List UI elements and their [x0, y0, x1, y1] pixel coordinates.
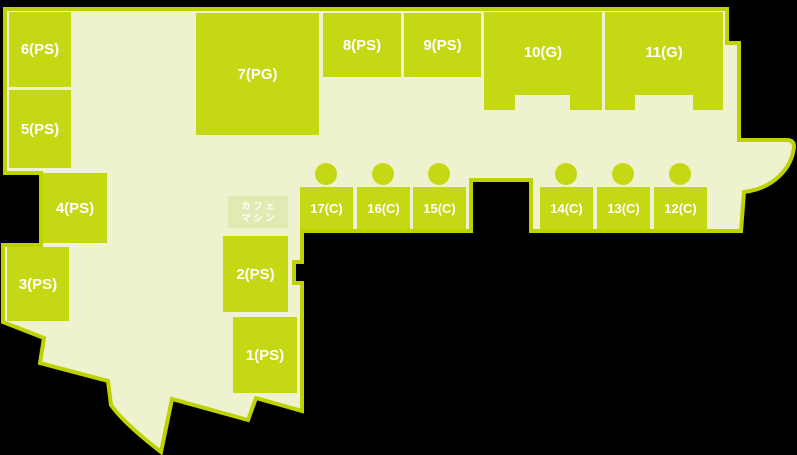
seat-label: 12(C)	[664, 200, 697, 216]
seat-13-c[interactable]: 13(C)	[597, 187, 650, 229]
seat-label: 10(G)	[523, 43, 563, 61]
seat-14-c[interactable]: 14(C)	[540, 187, 593, 229]
cafe-machine-label: カフェ マシン	[228, 196, 288, 228]
seat-label: 16(C)	[367, 200, 400, 216]
seat-label: 4(PS)	[55, 199, 95, 217]
seat-12-c[interactable]: 12(C)	[654, 187, 707, 229]
cafe-machine-line1: カフェ	[241, 200, 278, 211]
seat-label: 14(C)	[550, 200, 583, 216]
counter-stool-dot	[612, 163, 634, 185]
seat-label: 11(G)	[645, 43, 683, 61]
counter-stool-dot	[315, 163, 337, 185]
table-cutout	[515, 95, 570, 111]
seat-3-ps[interactable]: 3(PS)	[7, 247, 69, 321]
counter-stool-dot	[669, 163, 691, 185]
counter-stool-dot	[428, 163, 450, 185]
seat-4-ps[interactable]: 4(PS)	[43, 173, 107, 243]
counter-stool-dot	[372, 163, 394, 185]
seat-8-ps[interactable]: 8(PS)	[323, 13, 401, 77]
seat-label: 13(C)	[607, 200, 640, 216]
seat-label: 15(C)	[423, 200, 456, 216]
seat-label: 1(PS)	[245, 346, 285, 364]
seat-16-c[interactable]: 16(C)	[357, 187, 410, 229]
seat-11-g[interactable]: 11(G)	[605, 12, 723, 111]
seat-label: 17(C)	[310, 200, 343, 216]
seat-17-c[interactable]: 17(C)	[300, 187, 353, 229]
seat-1-ps[interactable]: 1(PS)	[233, 317, 297, 393]
seat-2-ps[interactable]: 2(PS)	[223, 236, 288, 312]
seat-15-c[interactable]: 15(C)	[413, 187, 466, 229]
seat-label: 8(PS)	[342, 36, 382, 54]
seat-5-ps[interactable]: 5(PS)	[9, 90, 71, 168]
seat-label: 9(PS)	[423, 36, 462, 54]
table-cutout	[635, 95, 693, 111]
seat-label: 2(PS)	[236, 265, 275, 283]
seat-label: 5(PS)	[20, 120, 60, 138]
seat-label: 6(PS)	[20, 41, 60, 58]
seat-6-ps[interactable]: 6(PS)	[9, 12, 71, 87]
cafe-machine-line2: マシン	[241, 213, 278, 223]
seat-9-ps[interactable]: 9(PS)	[404, 13, 481, 77]
seat-label: 3(PS)	[18, 275, 58, 293]
counter-stool-dot	[555, 163, 577, 185]
seat-label: 7(PG)	[237, 65, 278, 83]
seat-10-g[interactable]: 10(G)	[484, 12, 602, 111]
seat-7-pg[interactable]: 7(PG)	[196, 13, 319, 135]
